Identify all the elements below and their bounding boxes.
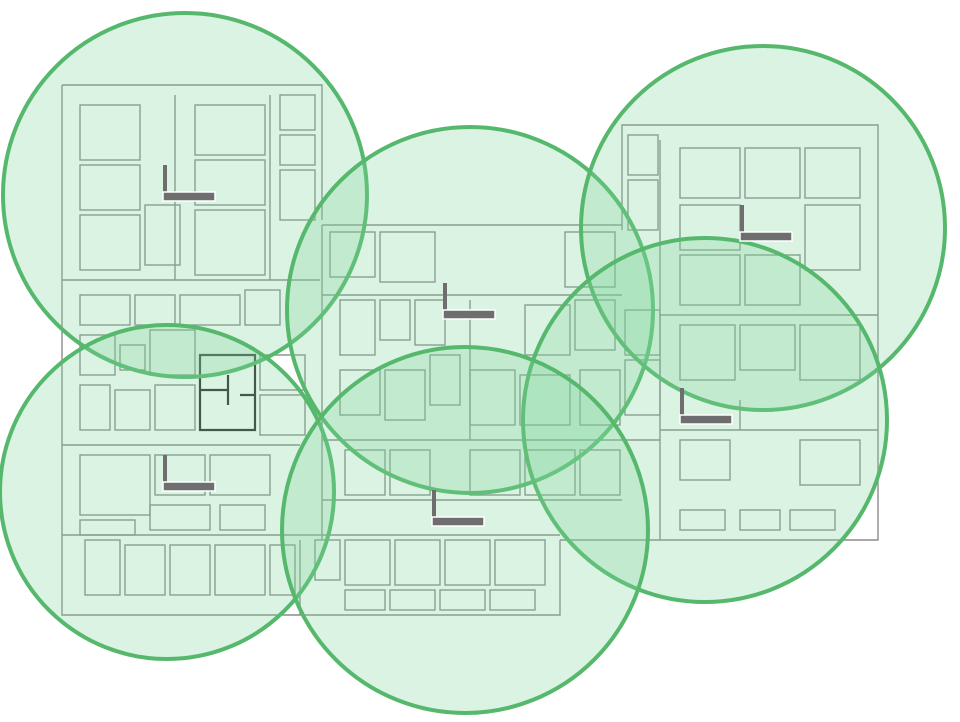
middle-building-rooms [322,231,660,501]
coverage-circle [280,345,650,715]
router-icon [739,205,793,242]
highlighted-room [198,353,257,432]
coverage-zones [0,11,947,715]
coverage-circle [0,323,336,661]
bottom-strip-rooms [84,539,546,611]
router-icon [162,455,216,492]
building-left-outline [61,84,561,616]
access-points [162,165,793,527]
right-building-rooms [624,134,878,540]
router-antenna [443,283,447,311]
router-antenna [740,205,744,233]
router-body [162,191,216,202]
floor-plan [61,84,879,616]
router-antenna [680,388,684,416]
router-body [442,309,496,320]
router-icon [442,283,496,320]
router-antenna [163,455,167,483]
left-building-rooms [62,94,560,536]
router-icon [162,165,216,202]
coverage-circle [579,44,947,412]
router-body [679,414,733,425]
router-body [739,231,793,242]
router-icon [431,490,485,527]
building-middle-outline [321,124,879,541]
router-icon [679,388,733,425]
router-antenna [163,165,167,193]
router-antenna [432,490,436,518]
router-body [431,516,485,527]
router-body [162,481,216,492]
